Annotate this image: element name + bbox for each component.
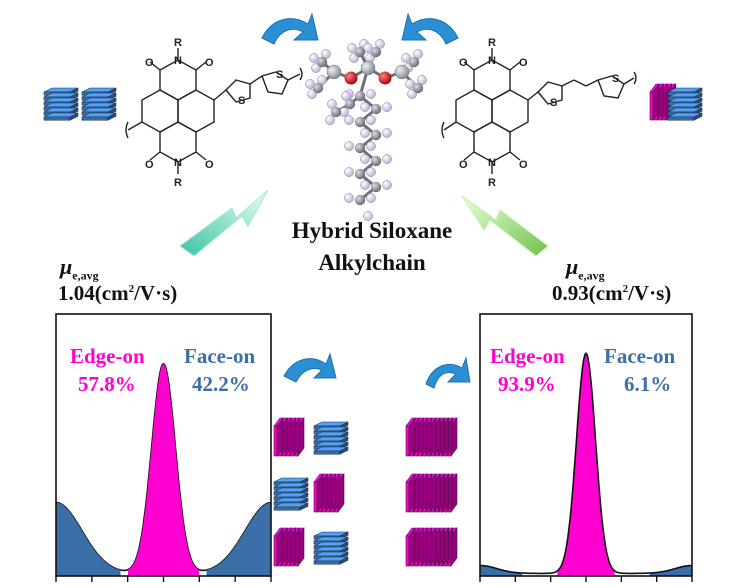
siloxane-alkyl-molecule-model <box>305 39 427 221</box>
mobility-unit-sup-left: 2 <box>128 283 135 295</box>
svg-text:O: O <box>519 159 528 171</box>
polymer-structure-right: O O O O N N R R S S <box>441 37 637 189</box>
mobility-unit-a-right: (cm <box>588 281 623 305</box>
face-on-stack <box>81 87 117 121</box>
mu-subscript-left: e,avg <box>72 268 99 283</box>
lightning-bolt-icon-right <box>461 195 549 257</box>
curved-arrow-icon-top-right <box>401 12 459 45</box>
orientation-plot-right <box>479 313 693 582</box>
mobility-symbol-right: μe,avg <box>566 254 605 283</box>
svg-text:N: N <box>488 157 496 169</box>
mixed-stacks-top-right <box>649 83 703 121</box>
face-on-stack <box>667 87 703 121</box>
face-on-stack <box>313 531 349 565</box>
plot-ticks-left <box>55 576 272 582</box>
face-on-stack <box>43 87 79 121</box>
edge-on-label-right: Edge-on <box>490 344 565 368</box>
svg-text:R: R <box>488 37 496 49</box>
svg-text:S: S <box>550 97 557 109</box>
edge-on-stack <box>405 417 458 457</box>
mobility-value-left: 1.04(cm2/V·s) <box>58 281 177 306</box>
svg-text:O: O <box>519 57 528 69</box>
edge-on-stack <box>405 527 458 567</box>
svg-text:S: S <box>238 95 245 107</box>
center-label-line2: Alkylchain <box>318 250 426 275</box>
face-on-pct-right: 6.1% <box>624 372 672 396</box>
pole-figure-curve-right <box>480 352 692 575</box>
edge-on-pct-left: 57.8% <box>78 372 136 396</box>
svg-text:O: O <box>205 57 214 69</box>
svg-text:O: O <box>145 159 154 171</box>
mobility-value-right: 0.93(cm2/V·s) <box>552 281 671 306</box>
edge-on-area-right <box>557 353 615 576</box>
face-on-stack <box>313 421 349 455</box>
mobility-symbol-left: μe,avg <box>60 254 99 283</box>
plot-ticks-right <box>479 576 693 582</box>
svg-text:N: N <box>488 55 496 67</box>
svg-text:O: O <box>205 159 214 171</box>
face-on-area-right-2 <box>649 565 692 576</box>
center-label-line1: Hybrid Siloxane <box>291 218 453 243</box>
mobility-number-left: 1.04 <box>58 281 95 305</box>
svg-text:O: O <box>459 159 468 171</box>
svg-text:R: R <box>174 177 182 189</box>
svg-text:S: S <box>612 73 619 85</box>
curved-arrow-icon-bottom-left <box>283 352 337 383</box>
face-on-area-left-2 <box>206 502 271 576</box>
orientation-plot-left <box>55 313 272 582</box>
edge-on-stack <box>405 473 458 513</box>
svg-text:O: O <box>459 57 468 69</box>
face-on-area-left-1 <box>56 502 121 576</box>
edge-on-label-left: Edge-on <box>70 344 145 368</box>
edge-on-area-left <box>128 363 199 576</box>
edge-on-stacks-bottom-right <box>405 417 458 567</box>
face-on-pct-left: 42.2% <box>192 372 250 396</box>
lightning-bolt-icon-left <box>179 189 269 257</box>
svg-text:R: R <box>488 177 496 189</box>
edge-on-stack <box>313 473 345 513</box>
svg-text:N: N <box>174 157 182 169</box>
face-on-label-right: Face-on <box>604 344 676 368</box>
mixed-stacks-bottom-left <box>273 417 349 567</box>
edge-on-stack <box>273 417 305 457</box>
mobility-unit-a-left: (cm <box>94 281 129 305</box>
svg-text:O: O <box>145 57 154 69</box>
face-on-area-right-1 <box>480 565 523 576</box>
polymer-structure-left: O O O O N N R R S S <box>125 37 303 189</box>
mu-glyph-left: μ <box>60 254 73 279</box>
face-on-label-left: Face-on <box>184 344 256 368</box>
mobility-unit-sup-right: 2 <box>622 283 629 295</box>
face-on-stack <box>273 477 309 511</box>
curved-arrow-icon-top-left <box>261 12 319 45</box>
mu-glyph-right: μ <box>566 254 579 279</box>
face-on-stacks-top-left <box>43 87 117 121</box>
mu-subscript-right: e,avg <box>578 268 605 283</box>
svg-text:S: S <box>276 69 283 81</box>
mobility-number-right: 0.93 <box>552 281 589 305</box>
curved-arrow-icon-bottom-right <box>425 356 471 389</box>
mobility-unit-b-right: /V·s) <box>628 281 672 305</box>
edge-on-pct-right: 93.9% <box>498 372 556 396</box>
mobility-unit-b-left: /V·s) <box>134 281 178 305</box>
svg-text:R: R <box>174 37 182 49</box>
svg-text:N: N <box>174 55 182 67</box>
edge-on-stack <box>273 527 305 567</box>
